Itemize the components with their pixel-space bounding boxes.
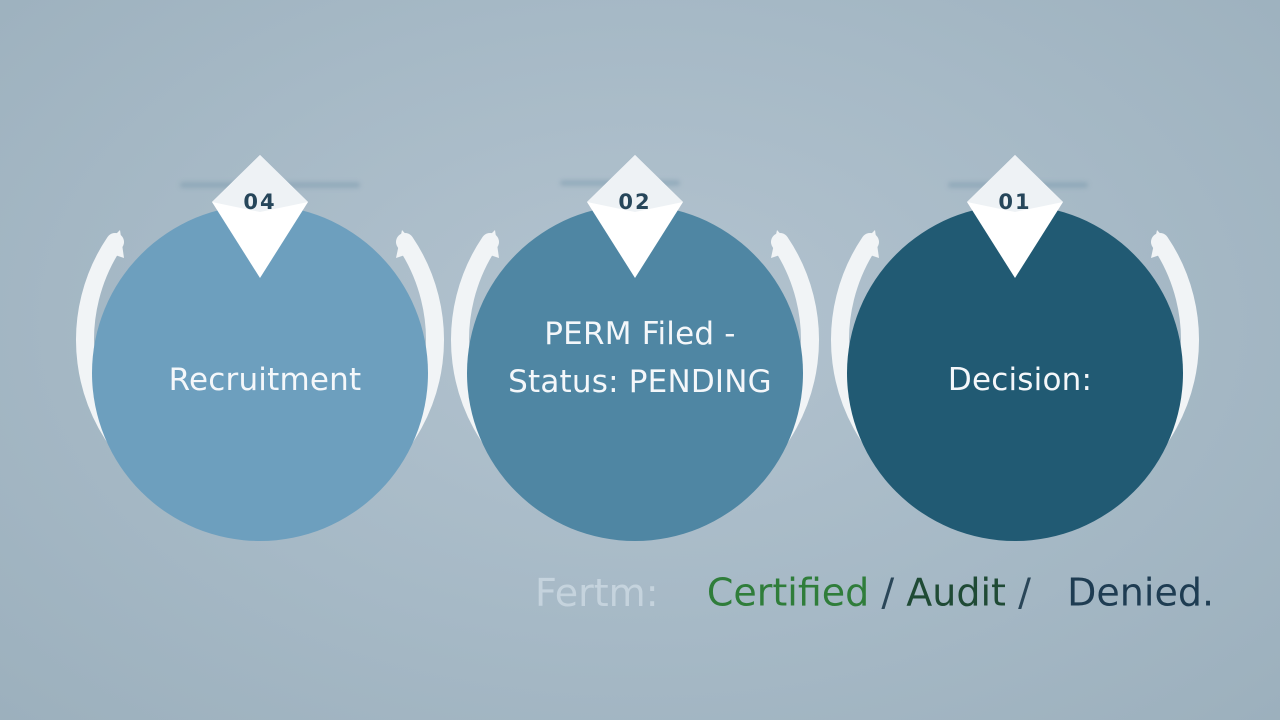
ring-arrow-right xyxy=(771,230,795,258)
ring-arrow-left xyxy=(475,230,499,258)
outcome-separator: / xyxy=(881,570,895,615)
step-label-line: Status: PENDING xyxy=(508,364,772,400)
step-circle-graphic xyxy=(76,155,444,541)
legend-prefix: Fertm: xyxy=(535,570,659,615)
step-number: 01 xyxy=(998,190,1032,214)
process-step-perm-filed: 02 PERM Filed - Status: PENDING xyxy=(451,150,819,570)
step-disc xyxy=(92,205,428,541)
step-label-line: PERM Filed - xyxy=(544,316,736,352)
step-badge-facet xyxy=(967,155,1063,212)
step-number: 02 xyxy=(618,190,652,214)
step-badge-facet xyxy=(212,155,308,212)
ring-arrow-right xyxy=(396,230,420,258)
process-step-decision: 01 Decision: xyxy=(831,150,1199,570)
step-label-line: Recruitment xyxy=(168,362,362,398)
step-circle-graphic xyxy=(831,155,1199,541)
step-label: Recruitment xyxy=(120,356,410,404)
step-badge-facet xyxy=(587,155,683,212)
outcome-denied: Denied. xyxy=(1067,570,1215,615)
step-disc xyxy=(467,205,803,541)
step-label: Decision: xyxy=(875,356,1165,404)
ring-arrow-left xyxy=(100,230,124,258)
ring-arrow-right xyxy=(1151,230,1175,258)
step-circle-graphic xyxy=(451,155,819,541)
step-number: 04 xyxy=(243,190,277,214)
outcome-legend: Fertm: Certified / Audit / Denied. xyxy=(535,568,1214,618)
step-label: PERM Filed - Status: PENDING xyxy=(495,310,785,406)
outcome-certified: Certified xyxy=(706,570,870,615)
outcome-separator: / xyxy=(1018,570,1031,615)
process-step-recruitment: 04 Recruitment xyxy=(76,150,444,570)
step-label-line: Decision: xyxy=(947,362,1093,398)
ring-arrow-left xyxy=(855,230,879,258)
step-disc xyxy=(847,205,1183,541)
outcome-audit: Audit xyxy=(906,570,1006,615)
